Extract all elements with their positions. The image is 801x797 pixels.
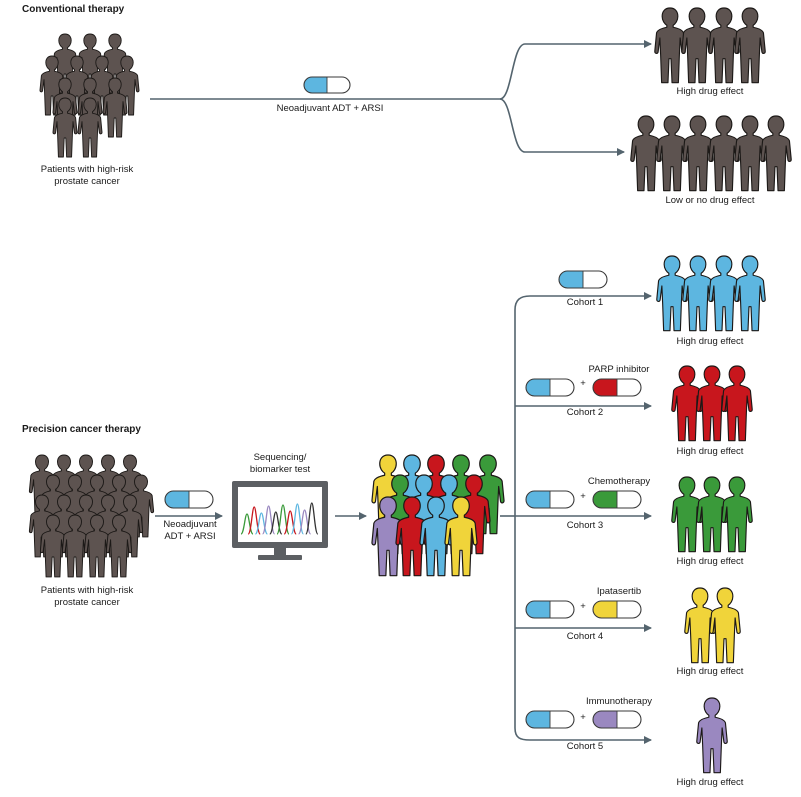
chromatogram-peak — [305, 502, 319, 535]
test-label-2: biomarker test — [249, 464, 311, 475]
precision-patients-label-2: prostate cancer — [54, 597, 120, 608]
chromatogram-peak — [269, 511, 283, 535]
stratified-patient-figure — [371, 496, 405, 577]
cohort-2-adt-pill — [525, 378, 575, 397]
conventional-patients-label-2: prostate cancer — [54, 176, 120, 187]
cohort-4-drug-pill — [592, 600, 642, 619]
cohort-3-responder-figure — [721, 476, 753, 553]
cohort-2-responder-figure — [721, 365, 753, 442]
conventional-patients-label-1: Patients with high-risk — [40, 164, 134, 175]
cohort-4-plus: + — [580, 601, 586, 612]
cohort-3-responder-figure — [696, 476, 728, 553]
cohort-4-label: Cohort 4 — [566, 631, 604, 642]
cohort-3-adt-pill — [525, 490, 575, 509]
cohort-1-responder-figure — [656, 255, 688, 332]
responder-figure — [654, 7, 686, 84]
people-layer — [28, 7, 792, 774]
cohort-3-plus: + — [580, 491, 586, 502]
pills-layer — [164, 76, 642, 729]
precision-heading: Precision cancer therapy — [22, 424, 141, 435]
cohort-5-outcome: High drug effect — [676, 777, 744, 788]
patient-figure — [61, 514, 89, 578]
adt-arsi-pill — [164, 490, 214, 509]
patient-figure — [77, 97, 103, 158]
connector-lines — [150, 40, 652, 744]
nonresponder-figure — [630, 115, 662, 192]
cohort-2-plus: + — [580, 378, 586, 389]
chromatogram-peak — [254, 512, 269, 535]
cohort-5-responder-figure — [696, 697, 728, 774]
stratified-patient-figure — [444, 496, 478, 577]
cohort-2-responder-figure — [696, 365, 728, 442]
cohort-2-outcome: High drug effect — [676, 446, 744, 457]
patient-figure — [105, 514, 133, 578]
cohort-1-adt-pill — [558, 270, 608, 289]
cohort-3-responder-figure — [671, 476, 703, 553]
cohort-2-drug: PARP inhibitor — [588, 364, 650, 375]
cohort-4-responder-figure — [684, 587, 716, 664]
nonresponder-figure — [708, 115, 740, 192]
sequencing-monitor — [232, 481, 328, 560]
conventional-branch-low — [499, 98, 625, 156]
patient-figure — [52, 97, 78, 158]
conventional-heading: Conventional therapy — [22, 4, 125, 15]
stratified-patient-figure — [419, 496, 453, 577]
nonresponder-figure — [682, 115, 714, 192]
cohort-1-label: Cohort 1 — [566, 297, 604, 308]
test-label-1: Sequencing/ — [253, 452, 307, 463]
cohort-3-drug: Chemotherapy — [587, 476, 651, 487]
chromatogram-peak — [240, 513, 254, 535]
cohort-3-label: Cohort 3 — [566, 520, 604, 531]
chromatogram-peak — [297, 509, 312, 535]
patient-figure — [39, 514, 67, 578]
cohort-1-responder-figure — [734, 255, 766, 332]
precision-treatment-label-1: Neoadjuvant — [163, 519, 217, 530]
conventional-branch-high — [499, 40, 652, 100]
conventional-treatment-label: Neoadjuvant ADT + ARSI — [276, 103, 384, 114]
cohort-5-branch — [514, 516, 652, 744]
chromatogram-peak — [283, 510, 297, 535]
nonresponder-figure — [734, 115, 766, 192]
patient-figure — [102, 77, 128, 138]
cohort-3-outcome: High drug effect — [676, 556, 744, 567]
cohort-5-drug-pill — [592, 710, 642, 729]
cohort-4-adt-pill — [525, 600, 575, 619]
responder-figure — [708, 7, 740, 84]
responder-figure — [734, 7, 766, 84]
patient-figure — [83, 514, 111, 578]
adt-arsi-pill — [303, 76, 351, 94]
cohort-1-outcome: High drug effect — [676, 336, 744, 347]
cohort-4-drug: Ipatasertib — [596, 586, 642, 597]
stratified-patient-figure — [395, 496, 429, 577]
cohort-5-adt-pill — [525, 710, 575, 729]
cohort-1-responder-figure — [708, 255, 740, 332]
cohort-5-plus: + — [580, 712, 586, 723]
nonresponder-figure — [656, 115, 688, 192]
responder-figure — [681, 7, 713, 84]
cohort-4-responder-figure — [709, 587, 741, 664]
cohort-3-drug-pill — [592, 490, 642, 509]
precision-patients-label-1: Patients with high-risk — [40, 585, 134, 596]
conventional-outcome-high: High drug effect — [676, 86, 744, 97]
monitor-stand — [258, 555, 302, 560]
monitor-neck — [274, 548, 286, 555]
cohort-4-outcome: High drug effect — [676, 666, 744, 677]
cohort-2-drug-pill — [592, 378, 642, 397]
cohort-2-label: Cohort 2 — [566, 407, 604, 418]
conventional-outcome-low: Low or no drug effect — [665, 195, 755, 206]
nonresponder-figure — [760, 115, 792, 192]
cohort-5-label: Cohort 5 — [566, 741, 604, 752]
cohort-2-responder-figure — [671, 365, 703, 442]
cohort-5-drug: Immunotherapy — [585, 696, 652, 707]
precision-treatment-label-2: ADT + ARSI — [164, 531, 216, 542]
cohort-1-branch — [514, 292, 652, 516]
cohort-1-responder-figure — [682, 255, 714, 332]
